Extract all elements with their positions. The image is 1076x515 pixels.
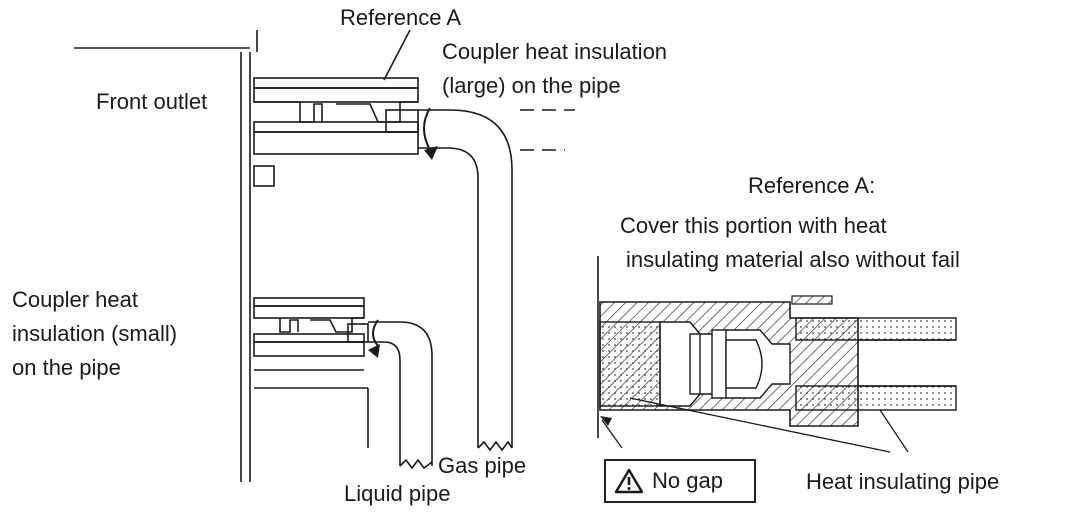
liquid-pipe-shape	[368, 319, 433, 470]
liquid-pipe-label: Liquid pipe	[344, 481, 451, 506]
gas-insulation-arrowhead	[424, 146, 438, 160]
front-outlet-label: Front outlet	[96, 89, 208, 114]
coupler-large-label-line2: (large) on the pipe	[442, 73, 621, 98]
no-gap-label: No gap	[652, 468, 723, 493]
cover-instruction-line1: Cover this portion with heat	[620, 213, 887, 238]
heat-insulating-pipe-label: Heat insulating pipe	[806, 469, 1000, 494]
liquid-coupler	[253, 297, 369, 448]
cover-instruction-line2: insulating material also without fail	[626, 247, 960, 272]
reference-a-detail	[597, 256, 957, 438]
reference-a-label: Reference A	[340, 5, 462, 30]
gas-coupler	[253, 29, 419, 155]
unit-outline	[74, 30, 275, 482]
pointer-lines	[601, 397, 909, 453]
coupler-small-label-line2: insulation (small)	[12, 321, 178, 346]
coupler-large-label-line1: Coupler heat insulation	[442, 39, 668, 64]
reference-a-detail-title: Reference A:	[748, 173, 876, 198]
coupler-small-label-line1: Coupler heat	[12, 287, 138, 312]
warning-triangle-icon	[614, 468, 644, 494]
no-gap-callout: No gap	[604, 459, 756, 503]
gas-pipe-label: Gas pipe	[438, 453, 527, 478]
liquid-insulation-arrowhead	[368, 344, 380, 358]
gas-pipe-shape	[418, 107, 575, 452]
coupler-small-label-line3: on the pipe	[12, 355, 121, 380]
no-gap-arrowhead	[600, 416, 612, 426]
